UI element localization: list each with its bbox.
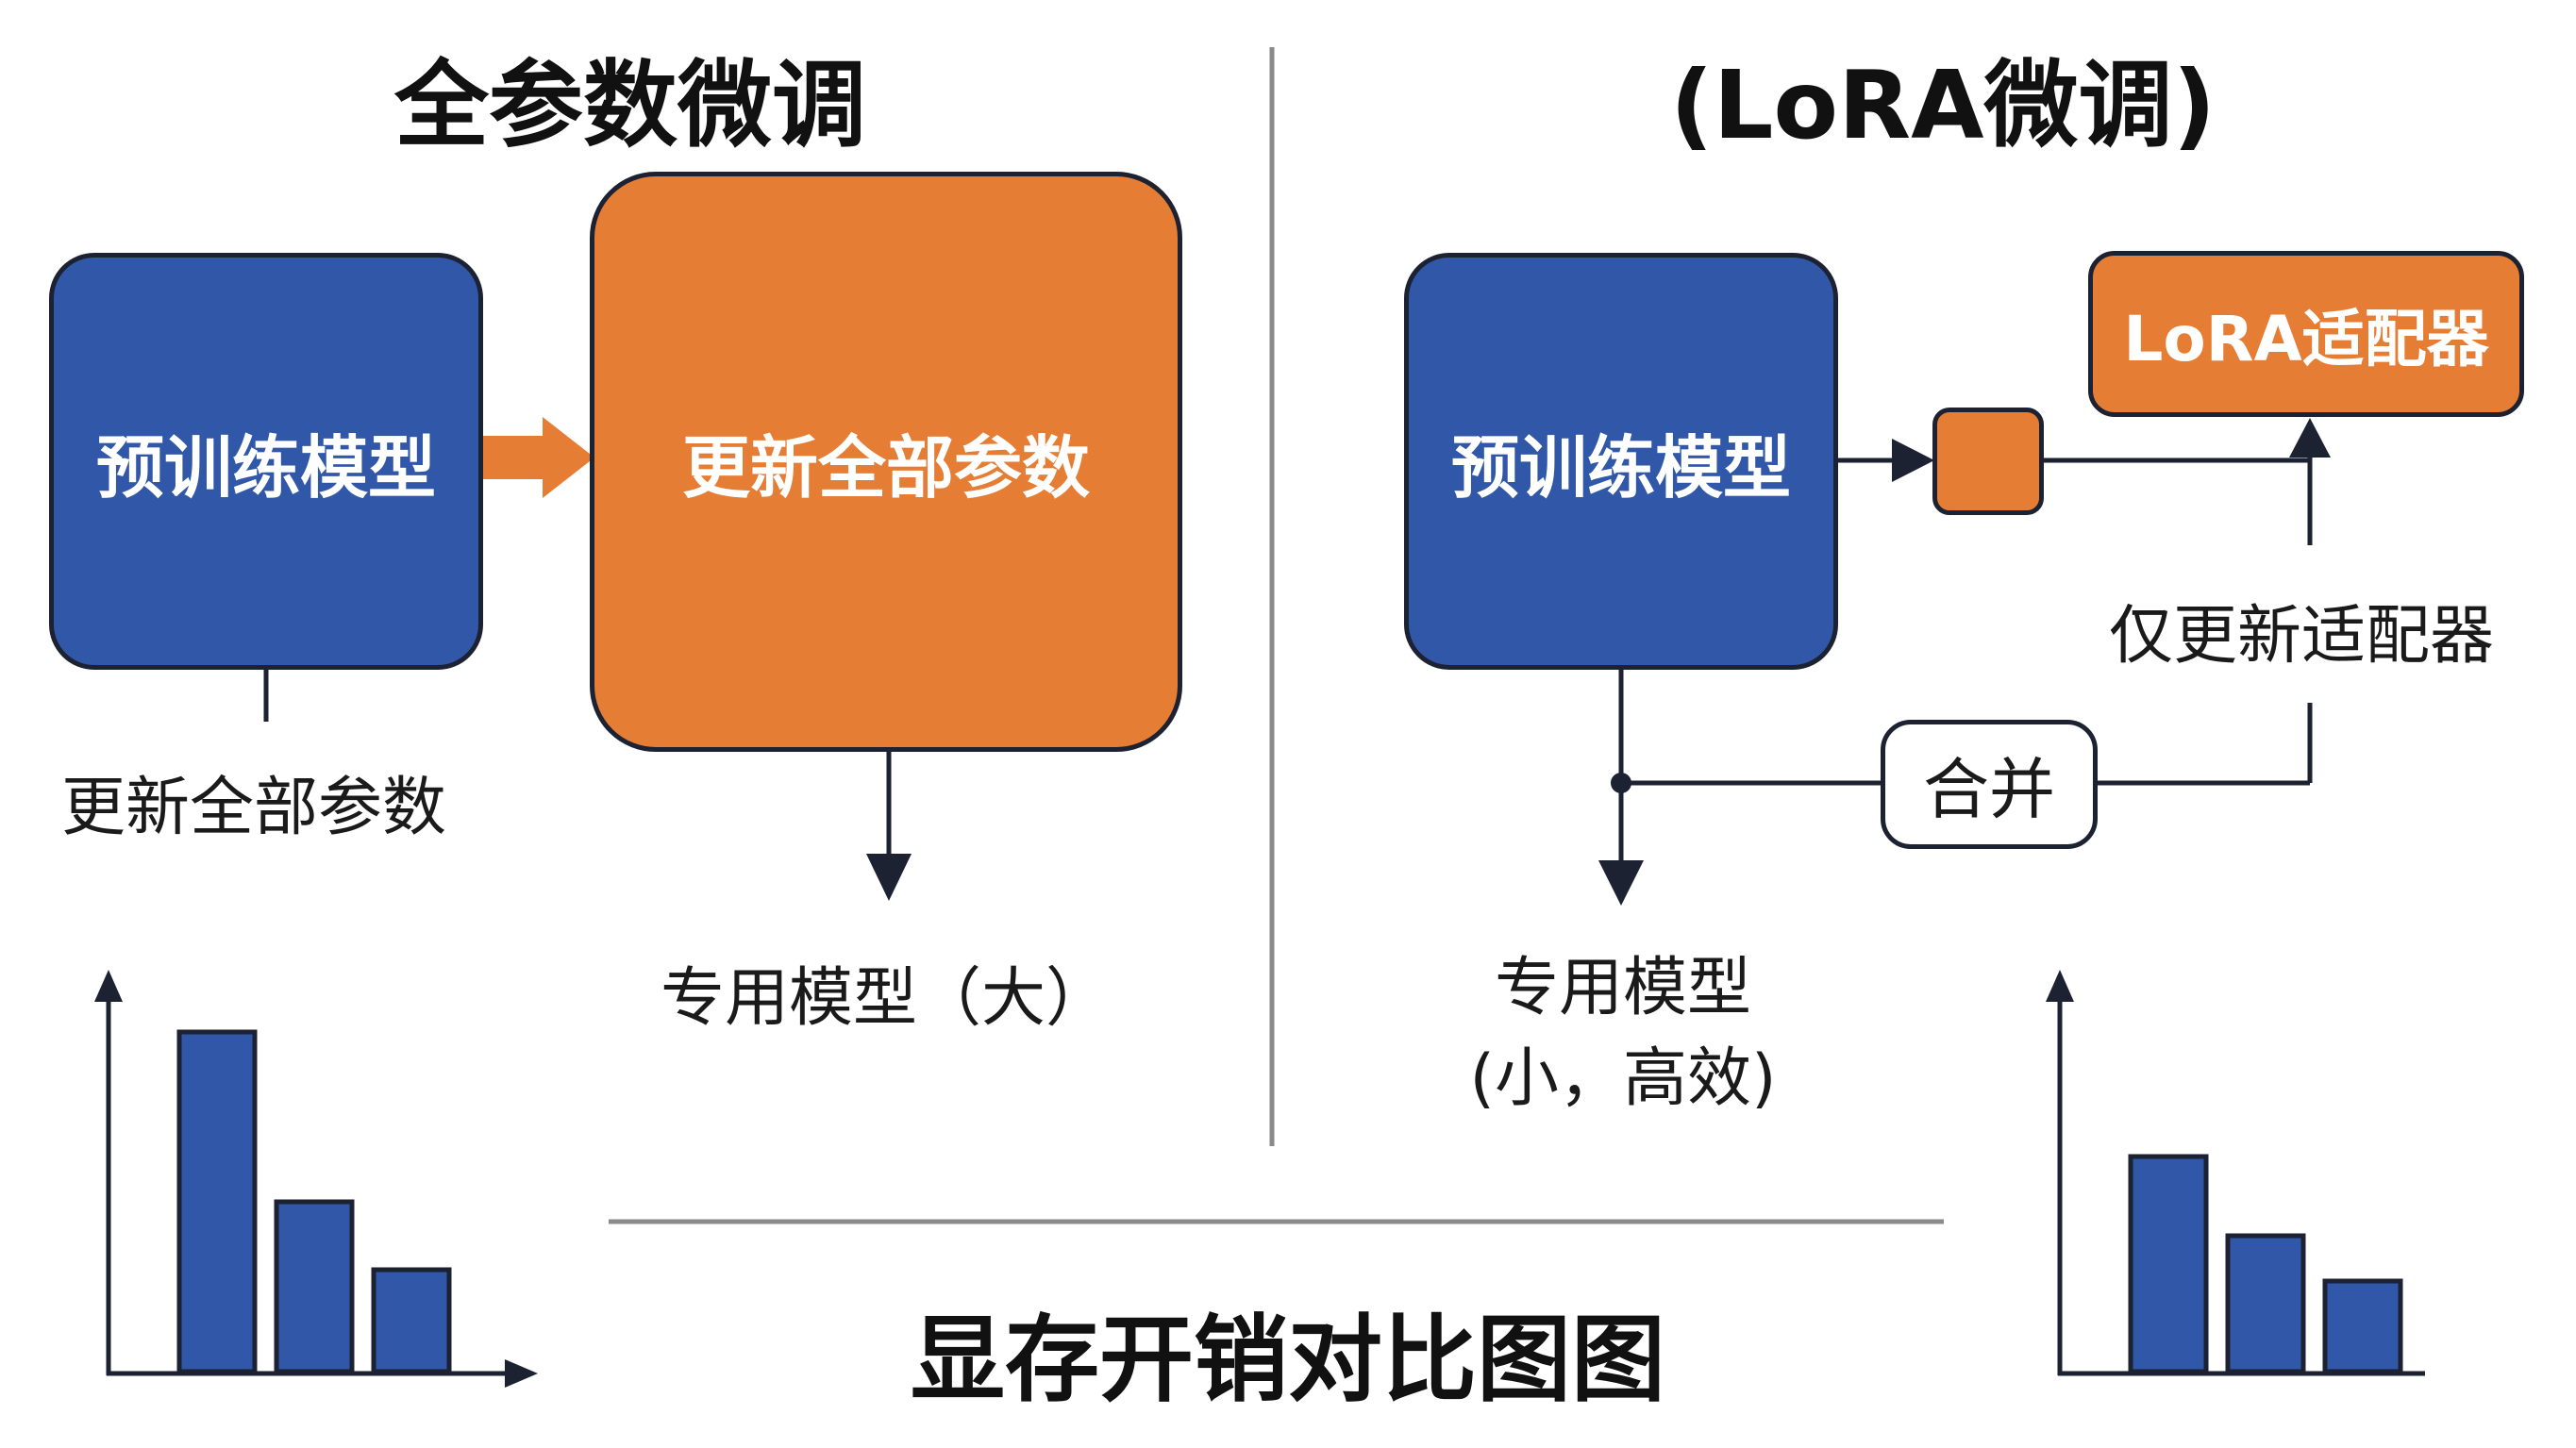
update-all-params-label: 更新全部参数 bbox=[681, 428, 1090, 508]
right-output-arrowhead bbox=[1598, 860, 1644, 906]
left-chart-x-arrowhead bbox=[505, 1359, 538, 1388]
adapter-up-arrowhead bbox=[2289, 418, 2331, 458]
right-output-line1: 专用模型 bbox=[1494, 951, 1751, 1025]
update-all-params-box: 更新全部参数 bbox=[590, 172, 1182, 752]
adapter-block bbox=[1932, 408, 2044, 515]
right-chart-bar-3 bbox=[2322, 1278, 2403, 1374]
output-arrowhead bbox=[866, 854, 912, 901]
lora-adapter-box: LoRA适配器 bbox=[2088, 251, 2524, 417]
left-chart-bar-2 bbox=[274, 1199, 355, 1374]
right-chart-y-arrowhead bbox=[2046, 970, 2074, 1002]
right-title: (LoRA微调) bbox=[1670, 50, 2216, 160]
merge-label: 合并 bbox=[1923, 751, 2055, 828]
right-chart-bar-2 bbox=[2225, 1233, 2306, 1374]
left-title: 全参数微调 bbox=[394, 50, 866, 160]
update-adapter-only-label: 仅更新适配器 bbox=[2109, 599, 2495, 674]
right-memory-chart bbox=[2046, 970, 2425, 1376]
left-output-model-label: 专用模型（大） bbox=[661, 961, 1111, 1036]
block-arrow bbox=[481, 417, 594, 498]
memory-comparison-title: 显存开销对比图图 bbox=[911, 1305, 1665, 1415]
left-pretrained-label: 预训练模型 bbox=[95, 427, 436, 508]
update-all-params-caption: 更新全部参数 bbox=[61, 771, 447, 845]
left-pretrained-model-box: 预训练模型 bbox=[49, 253, 483, 670]
right-chart-bar-1 bbox=[2128, 1154, 2209, 1374]
left-chart-y-arrowhead bbox=[94, 970, 123, 1002]
lora-adapter-label: LoRA适配器 bbox=[2123, 303, 2489, 375]
right-pretrained-model-box: 预训练模型 bbox=[1404, 253, 1838, 670]
adapter-feed-arrowhead bbox=[1892, 439, 1934, 482]
right-pretrained-label: 预训练模型 bbox=[1450, 427, 1791, 508]
right-output-line2: (小，高效) bbox=[1469, 1041, 1777, 1116]
left-chart-bar-3 bbox=[371, 1267, 452, 1374]
left-memory-chart bbox=[94, 970, 538, 1388]
merge-box: 合并 bbox=[1881, 720, 2098, 849]
left-chart-bar-1 bbox=[176, 1029, 258, 1374]
right-output-model-label: 专用模型 (小，高效) bbox=[1444, 943, 1802, 1124]
